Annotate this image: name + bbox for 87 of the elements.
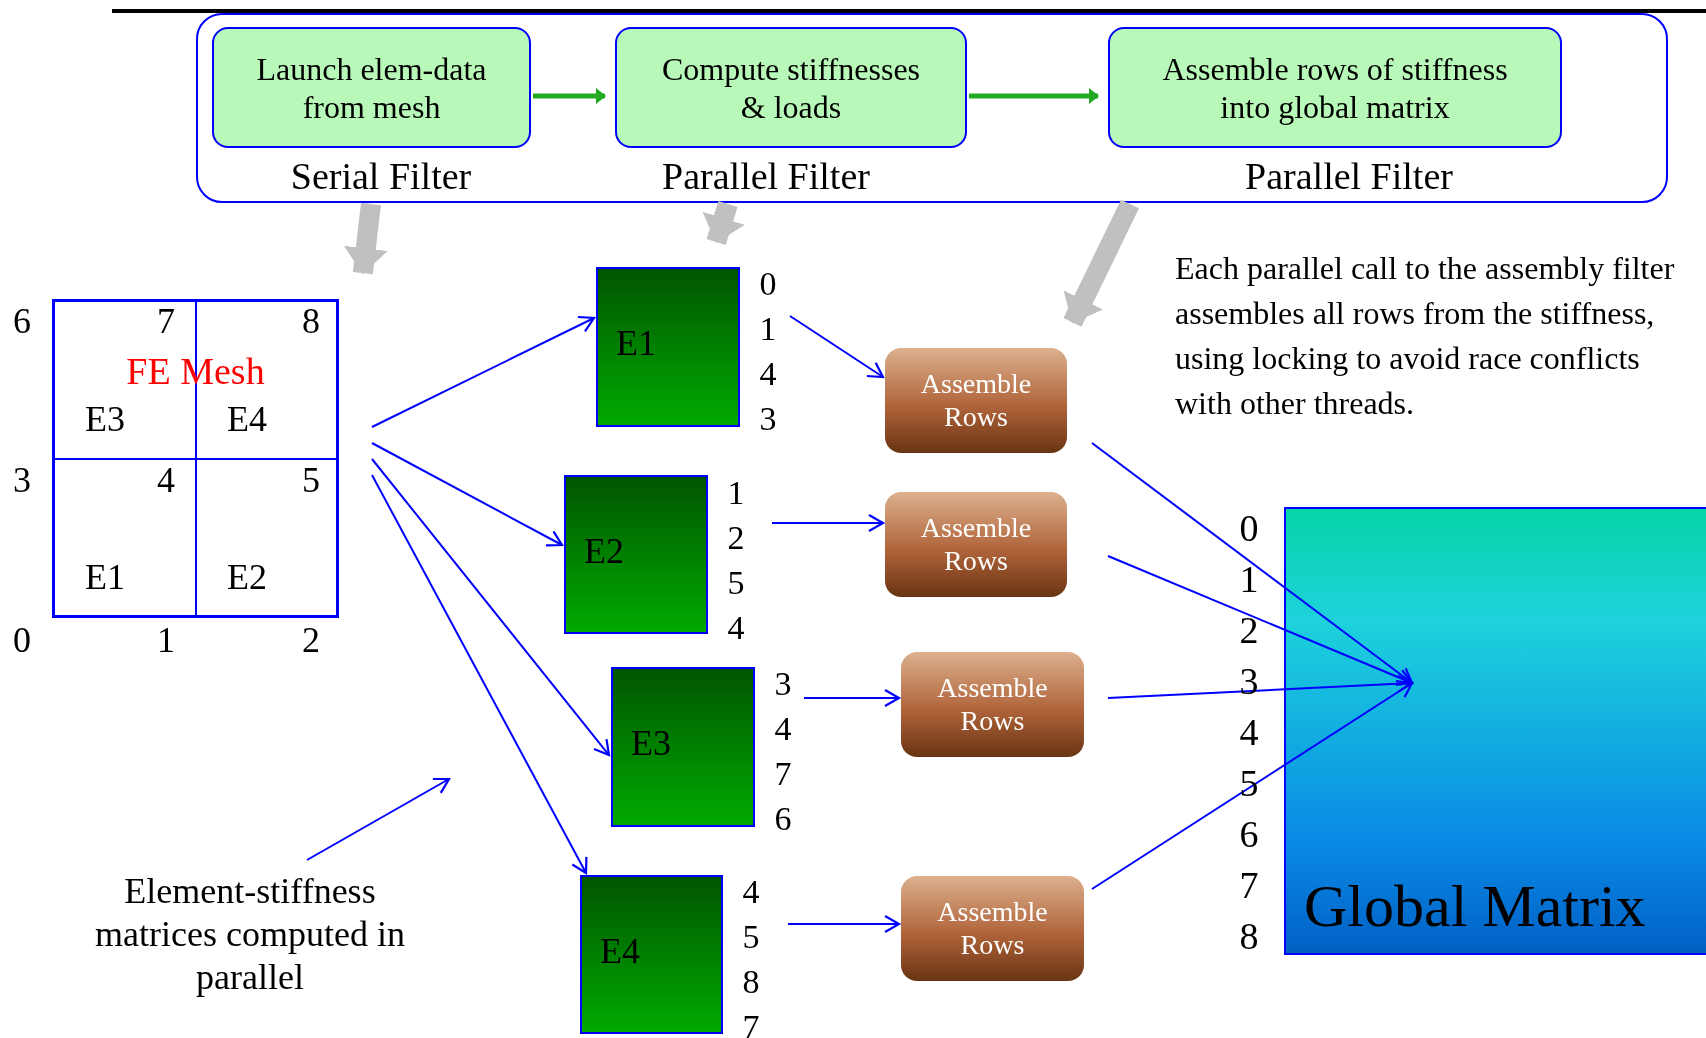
row-index: 6 — [774, 800, 792, 838]
arrow — [1091, 681, 1414, 890]
node-number: 1 — [157, 619, 175, 661]
row-index: 3 — [759, 400, 777, 438]
arrow — [787, 914, 901, 934]
arrow — [371, 442, 564, 547]
node-number: 4 — [157, 459, 175, 501]
assemble-rows-box — [901, 876, 1084, 981]
arrow — [371, 458, 611, 757]
row-index: 4 — [774, 710, 792, 748]
node-label: E4 — [227, 398, 267, 440]
node-label: E1 — [616, 322, 656, 364]
node-label: Assemble rows of stiffness into global matrix — [1161, 49, 1509, 126]
element-matrix-box — [611, 667, 755, 827]
node-label: E1 — [85, 556, 125, 598]
process-box — [1108, 27, 1562, 148]
mesh-element-cell — [196, 459, 337, 616]
row-index: 3 — [774, 665, 792, 703]
node-label: E2 — [227, 556, 267, 598]
arrow — [371, 315, 596, 428]
process-box — [212, 27, 531, 148]
node-number: 2 — [302, 619, 320, 661]
row-index: 4 — [759, 355, 777, 393]
row-index: 1 — [1239, 557, 1259, 601]
node-label: Assemble Rows — [919, 510, 1033, 579]
node-number: 8 — [302, 300, 320, 342]
assemble-rows-box — [885, 492, 1067, 597]
row-index: 2 — [727, 519, 745, 557]
node-label: Assemble Rows — [919, 366, 1033, 435]
row-index: 0 — [759, 265, 777, 303]
flow-block-arrow — [1063, 199, 1139, 327]
flow-block-arrow — [343, 202, 388, 275]
arrow — [371, 474, 588, 875]
row-index: 4 — [727, 609, 745, 647]
row-index: 5 — [727, 564, 745, 602]
row-index: 7 — [1239, 863, 1259, 907]
filter-caption: Parallel Filter — [1245, 154, 1453, 198]
node-number: 6 — [13, 300, 31, 342]
node-label: Compute stiffnesses & loads — [660, 49, 922, 126]
node-number: 5 — [302, 459, 320, 501]
arrow — [969, 88, 1099, 104]
explanation-note: Each parallel call to the assembly filter assembles all rows from the stiffness, using locking to avoid race conflicts with other threads. — [1175, 249, 1675, 423]
node-label: E3 — [85, 398, 125, 440]
row-index: 4 — [1239, 710, 1259, 754]
node-label: Launch elem-data from mesh — [255, 49, 488, 126]
node-label: Assemble Rows — [936, 670, 1049, 739]
filter-caption: Serial Filter — [290, 154, 472, 198]
row-index: 5 — [742, 918, 760, 956]
assemble-rows-box — [885, 348, 1067, 453]
arrow — [1107, 674, 1414, 699]
annotation-text: Element-stiffness matrices computed in parallel — [94, 870, 406, 1000]
node-label: E2 — [584, 530, 624, 572]
row-index: 6 — [1239, 812, 1259, 856]
element-matrix-box — [580, 875, 723, 1034]
row-index: 7 — [742, 1008, 760, 1038]
row-index: 4 — [742, 873, 760, 911]
flow-block-arrow — [702, 201, 745, 246]
arrow — [533, 88, 606, 104]
row-index: 8 — [1239, 914, 1259, 958]
node-label: E4 — [600, 930, 640, 972]
node-label: Assemble Rows — [936, 894, 1049, 963]
assemble-rows-box — [901, 652, 1084, 757]
row-index: 1 — [759, 310, 777, 348]
arrow — [1107, 555, 1414, 687]
row-index: 2 — [1239, 608, 1259, 652]
node-number: 3 — [13, 459, 31, 501]
mesh-grid — [52, 299, 339, 618]
node-number: 0 — [13, 619, 31, 661]
row-index: 8 — [742, 963, 760, 1001]
node-label: E3 — [631, 722, 671, 764]
row-index: 0 — [1239, 506, 1259, 550]
global-matrix-block — [1284, 507, 1706, 955]
element-matrix-box — [596, 267, 740, 427]
element-matrix-box — [564, 475, 708, 634]
arrow — [1091, 442, 1414, 685]
mesh-element-cell — [54, 459, 196, 616]
filter-caption: Parallel Filter — [662, 154, 870, 198]
arrow — [789, 315, 885, 379]
row-index: 1 — [727, 474, 745, 512]
pipeline-panel — [196, 13, 1668, 203]
node-number: 7 — [157, 300, 175, 342]
row-index: 7 — [774, 755, 792, 793]
process-box — [615, 27, 967, 148]
arrow — [771, 513, 885, 533]
node-label: Global Matrix — [1304, 872, 1646, 941]
leader-arrow — [306, 777, 451, 861]
arrow — [803, 688, 901, 708]
